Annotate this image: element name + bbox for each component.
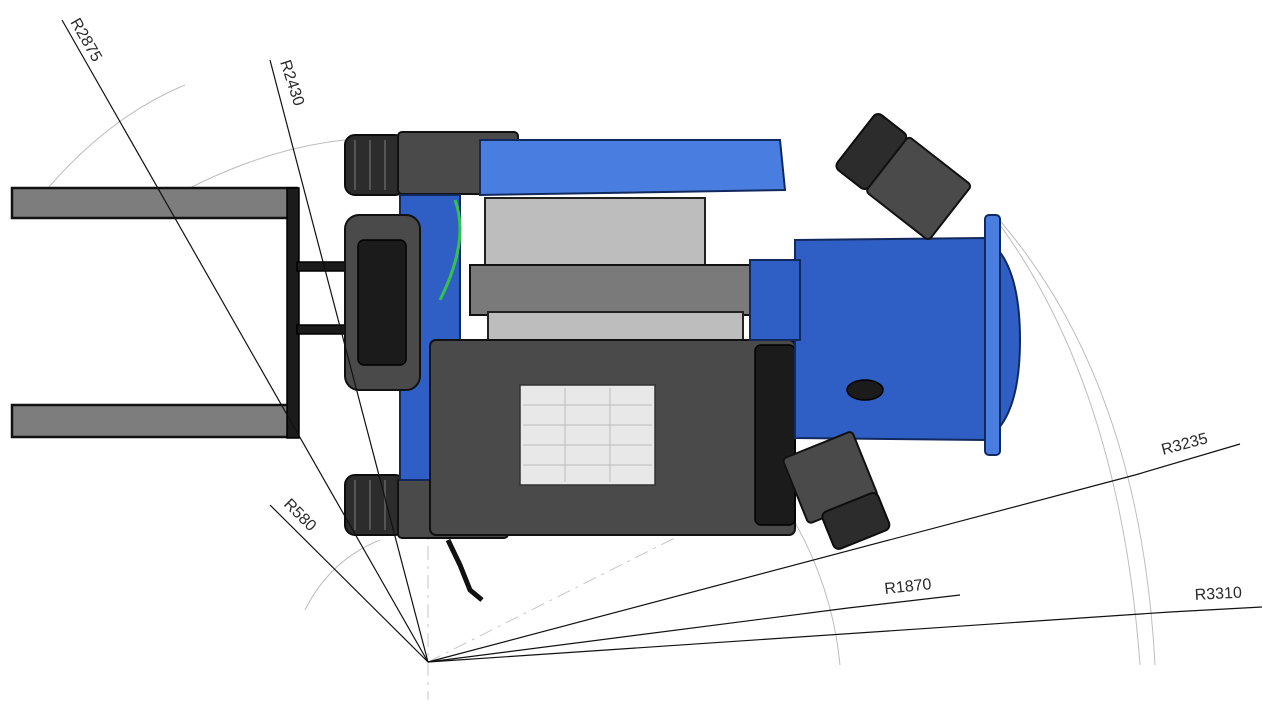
dim-line-r3310	[427, 611, 1171, 663]
battery-cells	[519, 384, 656, 486]
rear-wheel-bottom	[782, 431, 891, 550]
front-wheel-bottom	[344, 474, 406, 536]
forks	[10, 186, 353, 439]
arc-r580	[304, 539, 381, 611]
upper-grey-deck	[484, 197, 706, 269]
tow-pin	[846, 379, 884, 401]
dim-leader-r1870	[847, 594, 961, 609]
dim-leader-r3310	[1169, 606, 1263, 613]
mast-head-inner	[357, 239, 407, 366]
label-r1870: R1870	[884, 576, 933, 598]
label-r2875: R2875	[67, 16, 105, 65]
dim-line-r580	[269, 504, 429, 663]
dim-line-r1870	[427, 607, 849, 663]
dim-line-r2430	[269, 59, 429, 663]
rear-section	[749, 214, 1022, 456]
rear-link	[749, 259, 801, 341]
label-r580: R580	[280, 496, 319, 535]
tiller-handle	[445, 538, 484, 602]
front-wheel-top	[344, 134, 406, 196]
arc-r3310	[999, 224, 1141, 666]
fork-upper	[10, 186, 299, 220]
fork-carriage	[286, 187, 300, 439]
dim-line-r2875	[61, 19, 429, 663]
carriage-bar-lower	[296, 324, 353, 335]
chassis	[344, 131, 796, 539]
rear-wheel-top	[835, 113, 972, 241]
arc-r3235	[994, 214, 1156, 666]
label-r3310: R3310	[1194, 585, 1242, 604]
mid-deck	[469, 264, 751, 316]
dim-line-r3235	[427, 474, 1136, 663]
dim-leader-r3235	[1134, 443, 1241, 476]
fork-lower	[10, 403, 299, 439]
top-blue-panel	[479, 139, 787, 197]
side-guard	[754, 344, 796, 526]
hydraulic-hose	[438, 199, 462, 301]
lower-grey-strip	[487, 311, 744, 341]
battery-cell-grid	[523, 388, 652, 482]
rear-bumper	[984, 214, 1001, 456]
